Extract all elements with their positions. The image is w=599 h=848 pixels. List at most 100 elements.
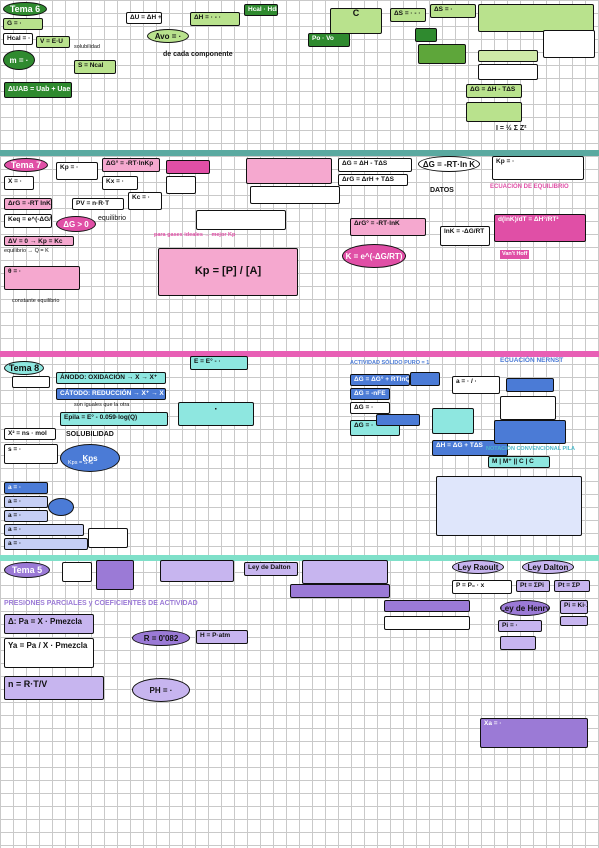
- formula-box: ΔUAB = Uab + Uae: [4, 82, 72, 98]
- section-divider-1: [0, 150, 599, 156]
- note-text: para gases ideales → mejor Kp: [154, 232, 236, 238]
- formula-box: s = ·: [4, 444, 58, 464]
- formula-box: Hcal = ·: [3, 33, 33, 45]
- formula-panel: [415, 28, 437, 42]
- formula-panel: [166, 160, 210, 174]
- formula-oval: Avo = ·: [147, 29, 189, 43]
- note-text: ACTIVIDAD SÓLIDO PURO = 1: [350, 360, 430, 366]
- note-text: I = ½ Σ Z²: [496, 125, 527, 132]
- formula-box: X = ·: [4, 176, 34, 190]
- formula-panel: [478, 64, 538, 80]
- note-text: solubilidad: [74, 44, 100, 50]
- formula-box: Po · Vo: [308, 33, 350, 47]
- formula-box: Xa = ·: [480, 718, 588, 748]
- formula-box: S = Ncal: [74, 60, 116, 74]
- formula-box: θ = ·: [4, 266, 80, 290]
- note-text: ECUACIÓN NERNST: [500, 357, 564, 364]
- formula-oval: Kps: [60, 444, 120, 472]
- formula-box: ÁNODO: OXIDACIÓN → X → X⁺: [56, 372, 166, 384]
- formula-panel: [410, 372, 440, 386]
- note-text: SOLUBILIDAD: [66, 431, 114, 438]
- formula-box: a = ·: [4, 510, 48, 522]
- formula-panel: [494, 420, 566, 444]
- note-text: ECUACIÓN DE EQUILIBRIO: [490, 184, 569, 190]
- formula-oval: ΔG > 0: [56, 216, 96, 232]
- formula-box: PV = n·R·T: [72, 198, 124, 210]
- formula-panel: [196, 210, 286, 230]
- note-text: son iguales que la otra: [74, 402, 130, 408]
- note-text: Van't Hoff: [500, 250, 530, 259]
- formula-oval: ΔG = -RT·ln K: [418, 156, 480, 172]
- formula-box: ΔG = ΔH - TΔS: [466, 84, 522, 98]
- formula-panel: [302, 560, 388, 584]
- formula-panel: [376, 414, 420, 426]
- formula-box: Kc = ·: [128, 192, 162, 210]
- formula-box: Epila = E° - 0.059·log(Q): [60, 412, 168, 426]
- formula-box: a = ·: [4, 524, 84, 536]
- formula-panel: [384, 600, 470, 612]
- formula-box: Kp = [P] / [A]: [158, 248, 298, 296]
- formula-box: ΔS = · - ·: [390, 8, 426, 22]
- note-text: de cada componente: [163, 51, 233, 58]
- formula-box: ΔV = 0 → Kp = Kc: [4, 236, 74, 246]
- formula-box: a = ·: [4, 482, 48, 494]
- formula-box: ΔG = ΔH - TΔS: [338, 158, 412, 172]
- section-title-tema-8: Tema 8: [4, 361, 44, 375]
- formula-box: Hcal · Hdis = Hvap: [244, 4, 278, 16]
- formula-panel: [432, 408, 474, 434]
- formula-box: ΔrG = ΔrH + TΔS: [338, 174, 408, 186]
- formula-oval: R = 0'082: [132, 630, 190, 646]
- formula-box: Kx = ·: [102, 176, 138, 190]
- formula-box: Kp = ·: [492, 156, 584, 180]
- formula-panel: [62, 562, 92, 582]
- formula-box: a = ·: [4, 538, 88, 550]
- formula-oval: m = ·: [3, 50, 35, 70]
- formula-box: CÁTODO: REDUCCIÓN → X⁺ → X: [56, 388, 166, 400]
- formula-panel: [466, 102, 522, 122]
- formula-box: ΔU = ΔH + ΔG: [126, 12, 162, 24]
- formula-oval: Ley Dalton: [522, 560, 574, 574]
- formula-box: ΔG = ·: [350, 402, 390, 414]
- formula-box: ΔH = ΔG + TΔS: [432, 440, 508, 456]
- formula-box: Ley de Dalton: [244, 562, 298, 576]
- formula-panel: [500, 396, 556, 420]
- formula-oval: K = e^(-ΔG/RT): [342, 244, 406, 268]
- formula-box: ΔrG = -RT lnKeq: [4, 198, 52, 210]
- section-title-tema-6: Tema 6: [3, 2, 47, 16]
- formula-box: Pt = ΣP: [554, 580, 590, 592]
- formula-box: a = · / ·: [452, 376, 500, 394]
- formula-panel: [290, 584, 390, 598]
- formula-panel: [478, 50, 538, 62]
- note-text: DATOS: [430, 187, 454, 194]
- formula-panel: [160, 560, 234, 582]
- formula-panel: [166, 176, 196, 194]
- formula-oval: Ley de Henry: [500, 600, 550, 616]
- formula-box: ΔS = ·: [430, 4, 476, 18]
- note-text: equilibrio → Q = K: [4, 248, 49, 254]
- formula-box: H = P·atm: [196, 630, 248, 644]
- formula-panel: [418, 44, 466, 64]
- formula-panel: [543, 30, 595, 58]
- formula-box: M | M⁺ || C | C: [488, 456, 550, 468]
- note-text: NOTACIÓN CONVENCIONAL PILA: [486, 446, 576, 452]
- formula-box: Kp = ·: [56, 162, 98, 180]
- subheading: PRESIONES PARCIALES y COEFICIENTES DE AC…: [4, 600, 198, 607]
- formula-box: ΔG° = -RT·lnKp: [102, 158, 160, 172]
- formula-panel: [12, 376, 50, 388]
- formula-oval: [48, 498, 74, 516]
- formula-panel: [96, 560, 134, 590]
- formula-panel: [500, 636, 536, 650]
- formula-panel: [478, 4, 594, 32]
- section-divider-2: [0, 351, 599, 357]
- formula-panel: [436, 476, 582, 536]
- section-title-tema-5: Tema 5: [4, 562, 50, 578]
- formula-box: a = ·: [4, 496, 48, 508]
- note-text: constante equilibrio: [12, 298, 60, 304]
- formula-box: E = E° - ·: [190, 356, 248, 370]
- formula-panel: [384, 616, 470, 630]
- formula-box: Δ: Pa = X · Pmezcla: [4, 614, 94, 634]
- formula-box: C: [330, 8, 382, 34]
- formula-panel: [250, 186, 340, 204]
- formula-box: Ya = Pa / X · Pmezcla: [4, 638, 94, 668]
- formula-box: Pi = ·: [498, 620, 542, 632]
